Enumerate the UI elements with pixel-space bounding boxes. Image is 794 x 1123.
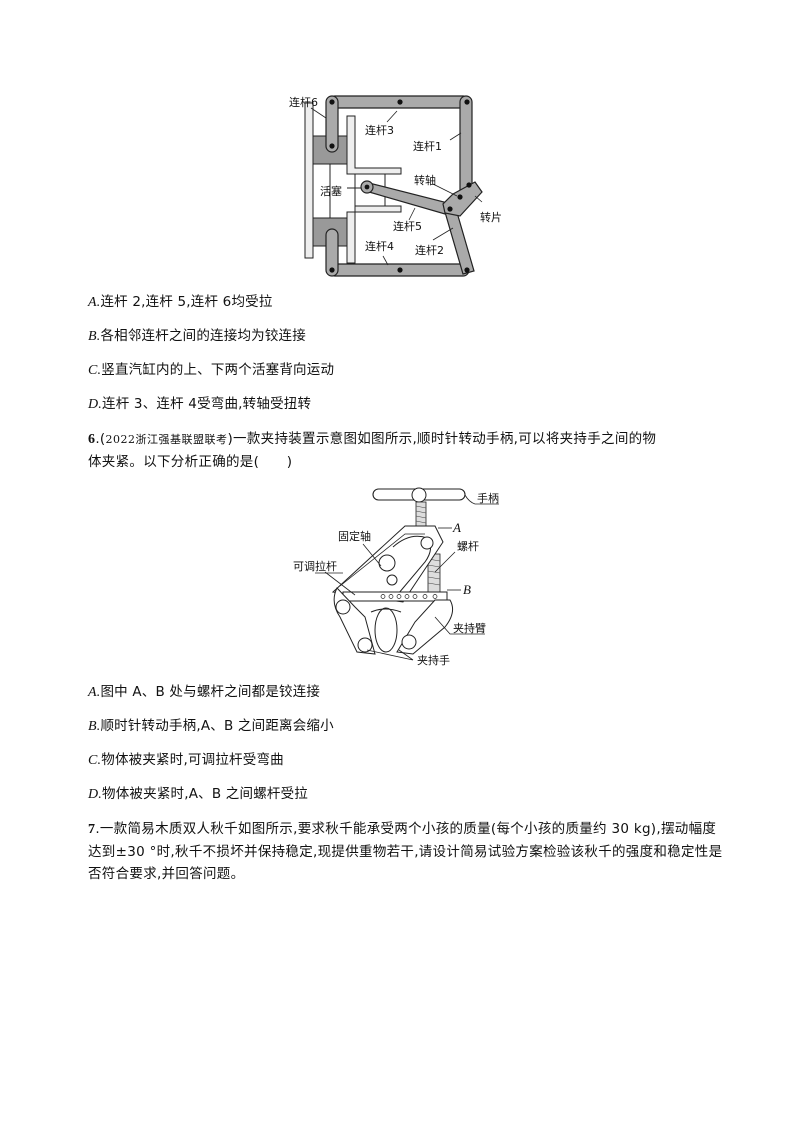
q7-stem: 7.一款简易木质双人秋千如图所示,要求秋千能承受两个小孩的质量(每个小孩的质量约… xyxy=(88,821,723,882)
q5-option-d: D.连杆 3、连杆 4受弯曲,转轴受扭转 xyxy=(88,396,312,412)
label-point-a: A xyxy=(452,520,461,535)
q6-option-d: D.物体被夹紧时,A、B 之间螺杆受拉 xyxy=(88,786,308,802)
label-rod1: 连杆1 xyxy=(413,139,442,153)
label-fixed-shaft: 固定轴 xyxy=(338,529,371,543)
q5-option-b: B.各相邻连杆之间的连接均为铰连接 xyxy=(88,328,306,344)
label-rod5: 连杆5 xyxy=(393,219,422,233)
label-clamp-arm: 夹持臂 xyxy=(453,621,486,635)
label-rod4: 连杆4 xyxy=(365,239,394,253)
label-screw: 螺杆 xyxy=(457,539,479,553)
label-handle: 手柄 xyxy=(477,491,499,505)
label-shaft: 转轴 xyxy=(414,173,436,187)
q6-option-b: B.顺时针转动手柄,A、B 之间距离会缩小 xyxy=(88,718,334,734)
linkage-diagram: 连杆6 连杆3 连杆1 活塞 转轴 转片 连杆5 连杆4 连杆2 xyxy=(285,88,515,280)
label-point-b: B xyxy=(463,582,471,597)
label-plate: 转片 xyxy=(480,210,502,224)
label-clamp-hand: 夹持手 xyxy=(417,653,450,667)
label-rod6: 连杆6 xyxy=(289,95,318,109)
label-rod3: 连杆3 xyxy=(365,123,394,137)
label-rod2: 连杆2 xyxy=(415,243,444,257)
q6-option-a: A.图中 A、B 处与螺杆之间都是铰连接 xyxy=(88,684,321,700)
q6-stem: 6.(2022浙江强基联盟联考)一款夹持装置示意图如图所示,顺时针转动手柄,可以… xyxy=(88,431,657,470)
label-piston: 活塞 xyxy=(320,184,342,198)
clamp-diagram: 手柄 A 固定轴 螺杆 可调拉杆 B 夹持臂 夹持手 xyxy=(285,482,515,672)
q5-option-c: C.竖直汽缸内的上、下两个活塞背向运动 xyxy=(88,362,335,378)
label-adjustable-rod: 可调拉杆 xyxy=(293,559,337,573)
q6-option-c: C.物体被夹紧时,可调拉杆受弯曲 xyxy=(88,752,284,768)
q6-source: 2022浙江强基联盟联考 xyxy=(105,433,228,446)
q5-option-a: A.连杆 2,连杆 5,连杆 6均受拉 xyxy=(88,294,273,310)
